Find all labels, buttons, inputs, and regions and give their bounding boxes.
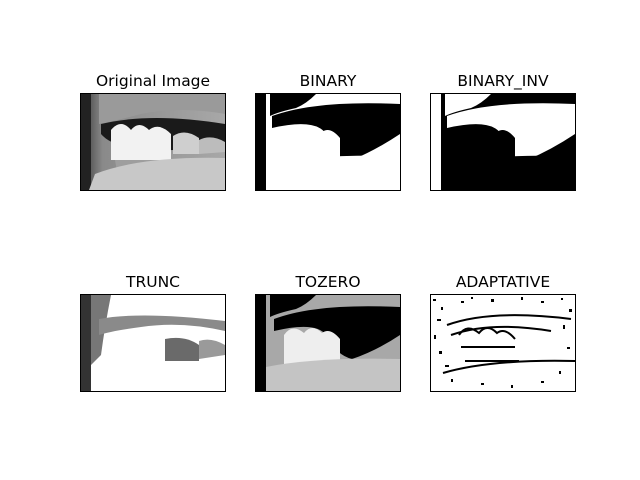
panel-title: BINARY_INV [457,72,549,90]
panel-title: BINARY [299,72,357,90]
original-image [80,93,226,191]
binary-inv-image [430,93,576,191]
adaptative-image [430,294,576,392]
tozero-image [255,294,401,392]
panel-tozero: TOZERO [255,273,401,393]
panel-trunc: TRUNC [80,273,226,393]
panel-title: Original Image [95,72,211,90]
panel-title: ADAPTATIVE [455,273,551,291]
panel-original: Original Image [80,72,226,192]
panel-adaptative: ADAPTATIVE [430,273,576,393]
panel-title: TRUNC [125,273,180,291]
trunc-image [80,294,226,392]
panel-binary: BINARY [255,72,401,192]
panel-binary-inv: BINARY_INV [430,72,576,192]
panel-title: TOZERO [295,273,361,291]
binary-image [255,93,401,191]
